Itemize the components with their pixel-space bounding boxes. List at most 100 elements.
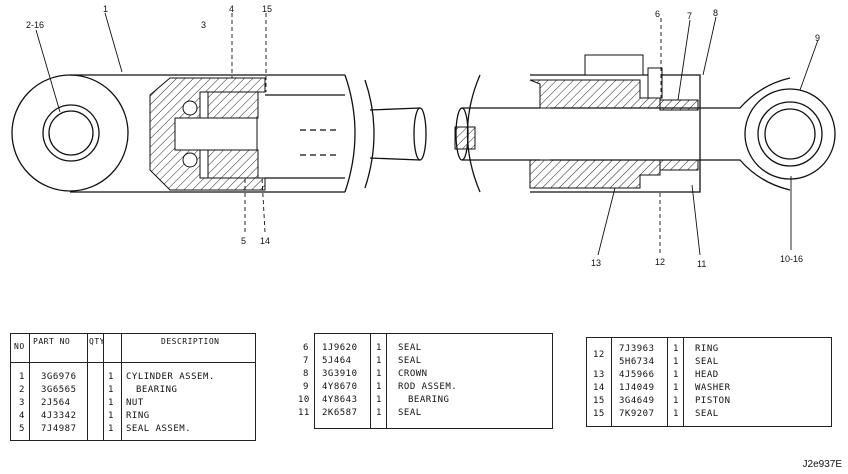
row-qty: 1 [108, 385, 114, 395]
table-row: 14 1J4049 1 WASHER [587, 383, 831, 394]
leader-lines [35, 12, 819, 256]
row-part-no: 5H6734 [619, 357, 655, 367]
callout-8: 8 [713, 8, 718, 18]
row-description: SEAL ASSEM. [126, 424, 192, 434]
table-row: 15 3G4649 1 PISTON [587, 396, 831, 407]
table-row: 15 7K9207 1 SEAL [587, 409, 831, 420]
row-part-no: 4Y8643 [322, 395, 358, 405]
row-qty: 1 [376, 408, 382, 418]
parts-table-1: NO PART NO QTY DESCRIPTION 1 3G6976 1 CY… [10, 333, 256, 441]
row-part-no: 7K9207 [619, 409, 655, 419]
row-part-no: 2J564 [41, 398, 71, 408]
table-row: 8 3G3910 1 CROWN [290, 369, 552, 380]
callout-9: 9 [815, 33, 820, 43]
table-row: 11 2K6587 1 SEAL [290, 408, 552, 419]
row-description: SEAL [695, 409, 719, 419]
row-no: 3 [19, 398, 25, 408]
row-description: SEAL [398, 343, 422, 353]
rod-end-eye [700, 77, 836, 191]
row-qty: 1 [376, 343, 382, 353]
callout-13: 13 [591, 258, 601, 268]
row-no: 2 [19, 385, 25, 395]
row-description: CYLINDER ASSEM. [126, 372, 215, 382]
row-no: 14 [593, 383, 605, 393]
row-description: RING [695, 344, 719, 354]
row-no: 7 [303, 356, 309, 366]
row-description: RING [126, 411, 150, 421]
callout-12: 12 [655, 257, 665, 267]
table-row: 7 5J464 1 SEAL [290, 356, 552, 367]
row-part-no: 3G6565 [41, 385, 77, 395]
row-description: HEAD [695, 370, 719, 380]
row-part-no: 1J9620 [322, 343, 358, 353]
callout-2-16: 2-16 [26, 20, 44, 30]
table-row: 6 1J9620 1 SEAL [290, 343, 552, 354]
row-description: ROD ASSEM. [398, 382, 458, 392]
row-no: 11 [298, 408, 310, 418]
cylinder-eye-bearing [42, 104, 100, 162]
callout-4: 4 [229, 4, 234, 14]
table-row: 12 7J3963 1 RING [587, 344, 831, 360]
table-row: 9 4Y8670 1 ROD ASSEM. [290, 382, 552, 393]
callout-15: 15 [262, 4, 272, 14]
row-no: 9 [303, 382, 309, 392]
row-part-no: 3G4649 [619, 396, 655, 406]
table-row: 10 4Y8643 1 BEARING [290, 395, 552, 406]
row-part-no: 4J5966 [619, 370, 655, 380]
header-no: NO [14, 342, 25, 351]
table-row: 4 4J3342 1 RING [11, 411, 255, 422]
row-part-no: 7J3963 [619, 344, 655, 354]
row-description: BEARING [408, 395, 450, 405]
row-qty: 1 [673, 357, 679, 367]
row-part-no: 3G6976 [41, 372, 77, 382]
row-qty: 1 [673, 409, 679, 419]
table-row: 3 2J564 1 NUT [11, 398, 255, 409]
row-no: 12 [593, 350, 605, 360]
table-row: 5H6734 1 SEAL [587, 357, 831, 368]
row-qty: 1 [376, 356, 382, 366]
row-qty: 1 [673, 370, 679, 380]
row-qty: 1 [108, 424, 114, 434]
row-part-no: 5J464 [322, 356, 352, 366]
callout-5: 5 [241, 236, 246, 246]
row-description: SEAL [695, 357, 719, 367]
row-part-no: 4Y8670 [322, 382, 358, 392]
row-qty: 1 [376, 382, 382, 392]
row-part-no: 4J3342 [41, 411, 77, 421]
callout-3: 3 [201, 20, 206, 30]
row-qty: 1 [108, 398, 114, 408]
row-description: NUT [126, 398, 144, 408]
piston [174, 91, 259, 179]
piston-rod-left [265, 94, 427, 179]
row-description: PISTON [695, 396, 731, 406]
row-qty: 1 [108, 411, 114, 421]
row-no: 5 [19, 424, 25, 434]
row-part-no: 7J4987 [41, 424, 77, 434]
row-part-no: 2K6587 [322, 408, 358, 418]
row-part-no: 3G3910 [322, 369, 358, 379]
row-no: 15 [593, 396, 605, 406]
row-qty: 1 [673, 344, 679, 354]
row-no: 8 [303, 369, 309, 379]
callout-6: 6 [655, 9, 660, 19]
callout-11: 11 [697, 259, 706, 269]
row-no: 1 [19, 372, 25, 382]
row-description: BEARING [136, 385, 178, 395]
row-qty: 1 [108, 372, 114, 382]
parts-table-2: 6 1J9620 1 SEAL 7 5J464 1 SEAL 8 3G3910 … [290, 333, 553, 429]
table-row: 13 4J5966 1 HEAD [587, 370, 831, 381]
cylinder-end-cap [149, 77, 266, 191]
table-row: 5 7J4987 1 SEAL ASSEM. [11, 424, 255, 435]
row-no: 4 [19, 411, 25, 421]
table-row: 2 3G6565 1 BEARING [11, 385, 255, 396]
header-qty: QTY [89, 337, 105, 346]
row-no: 10 [298, 395, 310, 405]
table-row: 1 3G6976 1 CYLINDER ASSEM. [11, 372, 255, 383]
drawing-id: J2e937E [802, 459, 842, 470]
row-description: SEAL [398, 408, 422, 418]
cylinder-barrel [11, 74, 375, 193]
row-part-no: 1J4049 [619, 383, 655, 393]
row-description: SEAL [398, 356, 422, 366]
row-qty: 1 [376, 369, 382, 379]
row-qty: 1 [673, 383, 679, 393]
